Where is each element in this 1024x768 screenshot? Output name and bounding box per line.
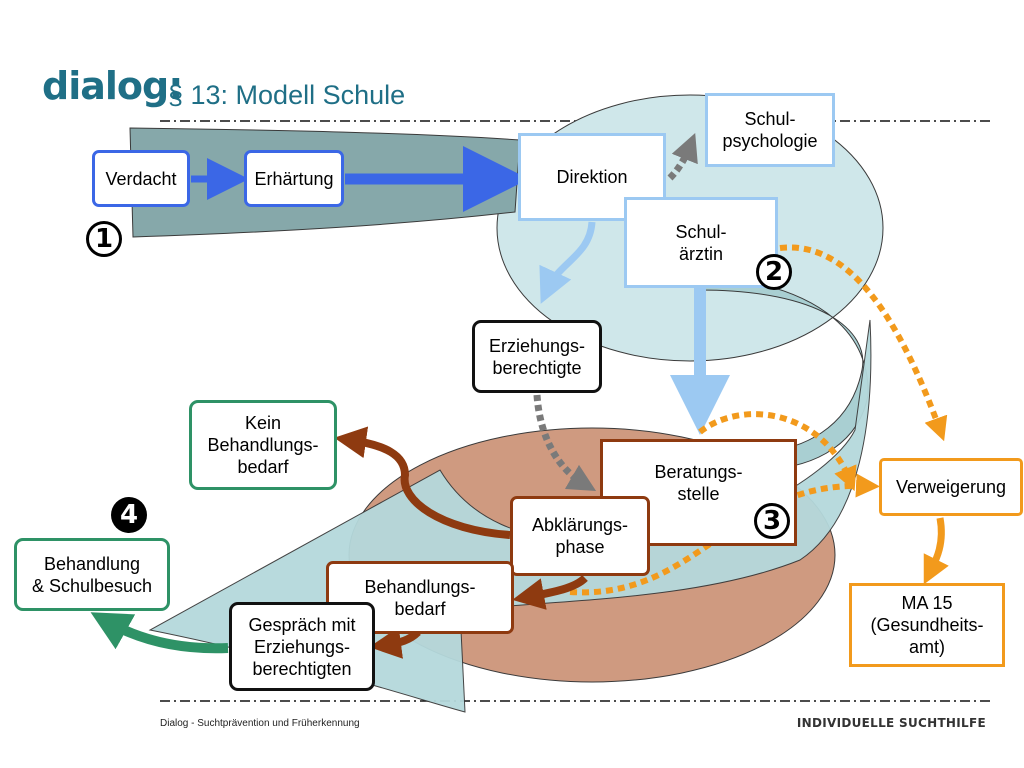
arrow-direktion-erziehungsberechtigte: [539, 221, 596, 304]
step-marker-3: 3: [754, 503, 790, 539]
box-erhaertung: Erhärtung: [244, 150, 344, 207]
box-gespraech: Gespräch mit Erziehungs- berechtigten: [229, 602, 375, 691]
arrow-gespraech-behandlung: [90, 612, 229, 654]
arrow-abklaerung-behandlungsbedarf: [512, 574, 588, 610]
box-abklaerungsphase: Abklärungs- phase: [510, 496, 650, 576]
box-kein-behandlungsbedarf: Kein Behandlungs- bedarf: [189, 400, 337, 490]
box-behandlung-schulbesuch: Behandlung & Schulbesuch: [14, 538, 170, 611]
footer-left-text: Dialog - Suchtprävention und Früherkennu…: [160, 718, 360, 729]
page-title: § 13: Modell Schule: [168, 80, 406, 110]
step-marker-1: 1: [86, 221, 122, 257]
box-schulpsychologie: Schul- psychologie: [705, 93, 835, 167]
step-marker-4: 4: [111, 497, 147, 533]
step-marker-2: 2: [756, 254, 792, 290]
footer-right-text: INDIVIDUELLE SUCHTHILFE: [796, 716, 986, 730]
box-erziehungsberechtigte: Erziehungs- berechtigte: [472, 320, 602, 393]
box-ma15: MA 15 (Gesundheits- amt): [849, 583, 1005, 667]
box-verweigerung: Verweigerung: [879, 458, 1023, 516]
arrow-schulaerztin-verweigerung: [779, 244, 948, 442]
box-verdacht: Verdacht: [92, 150, 190, 207]
box-schulaerztin: Schul- ärztin: [624, 197, 778, 288]
arrow-verweigerung-ma15: [923, 517, 949, 585]
arrow-erziehungsberechtigte-abklaerung: [533, 394, 597, 492]
arrow-abklaerung-kein-behandlungsbedarf: [334, 426, 511, 539]
arrow-direktion-schulpsychologie: [667, 133, 698, 181]
brand-logo: dialog:: [42, 64, 183, 108]
